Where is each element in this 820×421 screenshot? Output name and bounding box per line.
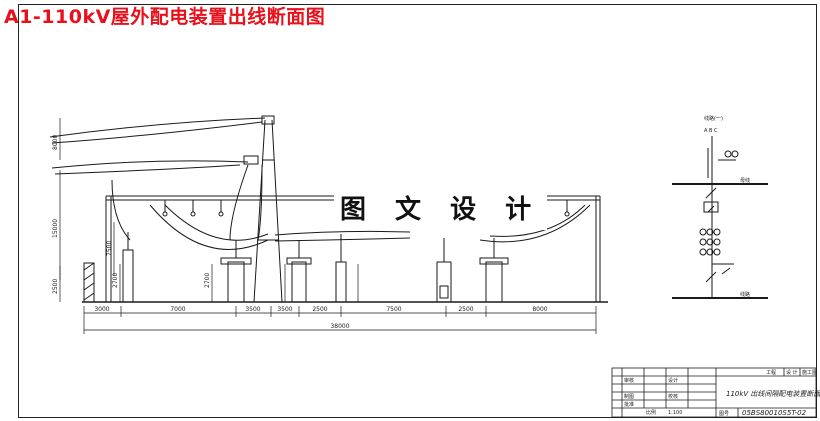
dim-v-3: 7500: [106, 241, 113, 256]
tb-audit: 审核: [624, 377, 634, 384]
dim-h-7: 2500: [458, 306, 473, 313]
tb-stage-2: 施工图: [802, 369, 817, 376]
overhead-line-upper: [49, 117, 266, 138]
tb-drawn: 制图: [624, 393, 634, 400]
dim-h-4: 3500: [277, 306, 292, 313]
dim-h-6: 7500: [386, 306, 401, 313]
dim-h-2: 7000: [170, 306, 185, 313]
tb-scale: 比例: [646, 409, 656, 416]
dim-v-2: 15000: [52, 219, 59, 238]
section-view: [49, 115, 608, 303]
dim-h-8: 8000: [532, 306, 547, 313]
dim-h-5: 2500: [312, 306, 327, 313]
wiring-phases: A B C: [704, 128, 718, 134]
bus-sag-middle: [274, 230, 411, 236]
tb-drawing-name: 110kV 出线间隔配电装置断面图: [726, 390, 820, 398]
dim-overall: 38000: [330, 323, 349, 330]
wall: [83, 262, 95, 303]
tb-stage-1: 设 计: [786, 369, 798, 376]
dim-v-4: 2700: [112, 273, 119, 288]
tb-number-label: 图号: [719, 411, 729, 417]
tb-check: 校核: [668, 393, 678, 400]
dim-h-3: 3500: [245, 306, 260, 313]
drawing-title: A1-110kV屋外配电装置出线断面图: [4, 6, 326, 28]
tb-approve: 批准: [624, 401, 634, 408]
overhead-line-lower: [51, 160, 249, 169]
dim-v-6: 2500: [52, 279, 59, 294]
equipment-supports: [122, 232, 509, 303]
tb-scale-value: 1:100: [668, 410, 682, 416]
tower: [253, 119, 266, 303]
wiring-diagram: [672, 136, 768, 299]
bus-sag-left: [149, 204, 269, 250]
wiring-bus-label: 母线: [740, 177, 750, 184]
dim-v-5: 2700: [204, 273, 211, 288]
tb-drawing-number: 05BS80010S5T-02: [742, 409, 807, 417]
wiring-header: 线路(一): [704, 115, 723, 122]
tb-project: 工程: [766, 369, 776, 376]
dim-v-1: 8000: [52, 135, 59, 150]
tb-design: 设计: [668, 377, 678, 384]
title-block: [611, 367, 817, 418]
drawing-border: [18, 4, 817, 418]
dim-h-1: 3000: [94, 306, 109, 313]
watermark: 图 文 设 计: [334, 190, 548, 230]
wiring-line-label: 线路: [740, 291, 750, 298]
